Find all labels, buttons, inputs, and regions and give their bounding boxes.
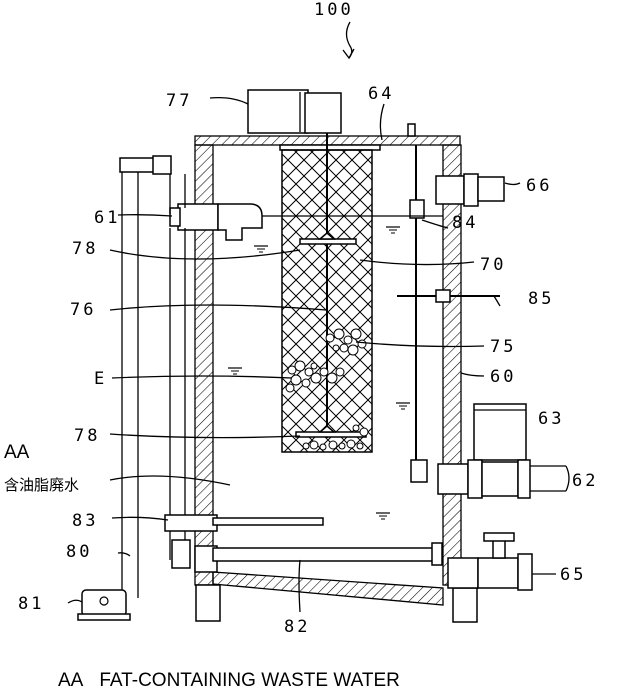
probe-85 [397, 289, 501, 307]
motor-77 [247, 89, 342, 134]
label-75: 75 [490, 337, 516, 357]
caption: AA FAT-CONTAINING WASTE WATER [58, 670, 400, 690]
label-65: 65 [560, 565, 586, 585]
pipe-80 [119, 155, 186, 598]
label-AA: AA [4, 442, 30, 463]
reference-100: 100 [314, 0, 355, 60]
label-61: 61 [94, 208, 120, 228]
drain-65 [447, 532, 533, 591]
nozzle-83 [164, 514, 324, 532]
bottom-connector [171, 539, 218, 573]
label-76: 76 [70, 300, 96, 320]
label-82: 82 [284, 617, 310, 637]
level-sensor-84 [407, 123, 428, 483]
label-100: 100 [314, 0, 354, 20]
pump-81 [77, 589, 131, 621]
fat-particles [285, 328, 369, 451]
tank-63 [473, 403, 527, 461]
mesh-container-76 [281, 149, 373, 453]
label-fat-waste-water-jp: 含油脂廃水 [4, 476, 79, 494]
label-63: 63 [538, 409, 564, 429]
label-66: 66 [526, 176, 552, 196]
caption-code: AA [58, 670, 84, 690]
caption-text: FAT-CONTAINING WASTE WATER [99, 670, 399, 690]
label-80: 80 [66, 542, 92, 562]
arrow-100 [345, 21, 353, 59]
label-78-upper: 78 [72, 239, 98, 259]
leader-lines [67, 96, 556, 613]
label-64: 64 [368, 84, 394, 104]
label-E: E [94, 369, 107, 389]
label-84: 84 [452, 213, 478, 233]
arrow-head-100 [342, 48, 355, 60]
bottom-pipe-82 [212, 542, 443, 566]
label-85: 85 [528, 289, 554, 309]
water-levels [227, 215, 443, 520]
label-62: 62 [572, 471, 598, 491]
label-81: 81 [18, 594, 44, 614]
label-83: 83 [72, 511, 98, 531]
label-60: 60 [490, 367, 516, 387]
inlet-pipe-61 [169, 203, 263, 241]
label-70: 70 [480, 255, 506, 275]
outlet-62 [437, 459, 570, 499]
label-78-lower: 78 [74, 426, 100, 446]
outlet-66 [435, 173, 505, 207]
label-77: 77 [166, 91, 192, 111]
